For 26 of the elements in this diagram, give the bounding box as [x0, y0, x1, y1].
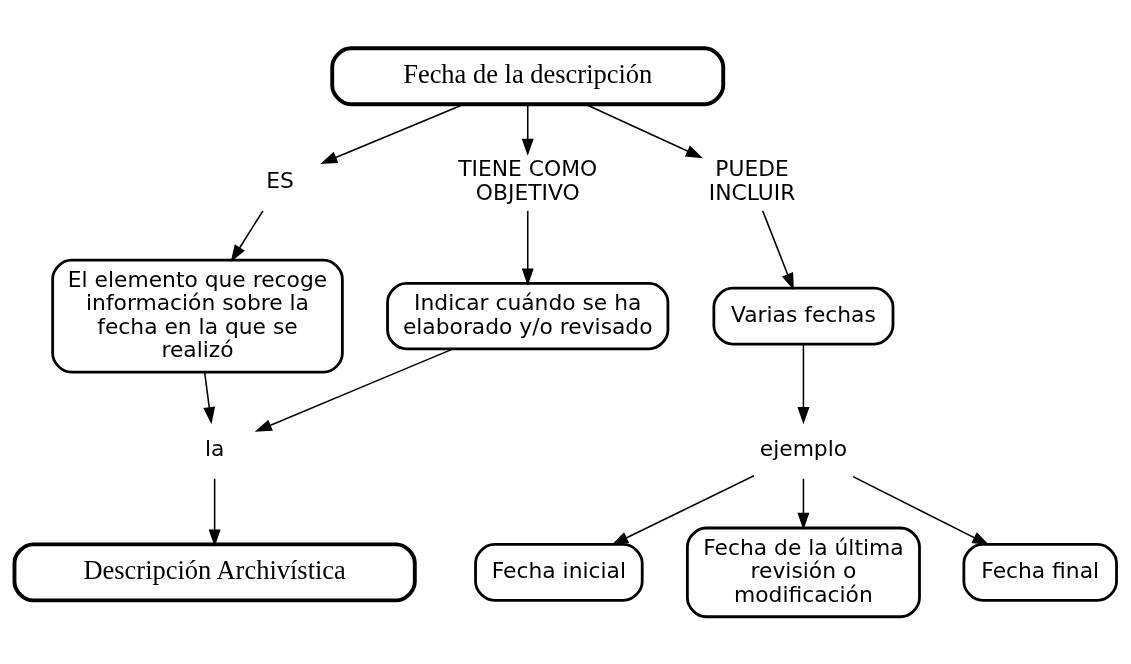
arrow — [611, 474, 755, 545]
arrow — [230, 209, 264, 262]
arrow — [852, 475, 990, 545]
arrow — [761, 209, 794, 290]
arrow — [797, 343, 810, 424]
node-box: Descripción Archivística — [12, 541, 417, 602]
node-text: ejemplo — [759, 435, 848, 461]
arrow — [203, 371, 216, 424]
node-box: Indicar cuándo se ha elaborado y/o revisado — [386, 281, 670, 350]
node-box: Fecha final — [962, 542, 1118, 602]
node-text: ES — [266, 167, 294, 193]
arrow — [585, 103, 703, 158]
node-text: la — [204, 435, 225, 461]
node-text: PUEDE INCLUIR — [708, 155, 796, 205]
arrow — [320, 103, 465, 164]
arrow — [208, 477, 221, 547]
arrow — [797, 477, 810, 530]
arrow — [254, 347, 454, 432]
node-text: TIENE COMO OBJETIVO — [458, 155, 598, 205]
arrow — [521, 209, 534, 286]
node-box: Varias fechas — [712, 286, 895, 346]
node-box: Fecha inicial — [474, 542, 644, 602]
node-box: Fecha de la última revisión o modificación — [686, 526, 921, 618]
arrow — [521, 103, 534, 156]
node-box: Fecha de la descripción — [330, 45, 726, 106]
node-box: El elemento que recoge información sobre la fecha en la que se realizó — [51, 258, 344, 374]
